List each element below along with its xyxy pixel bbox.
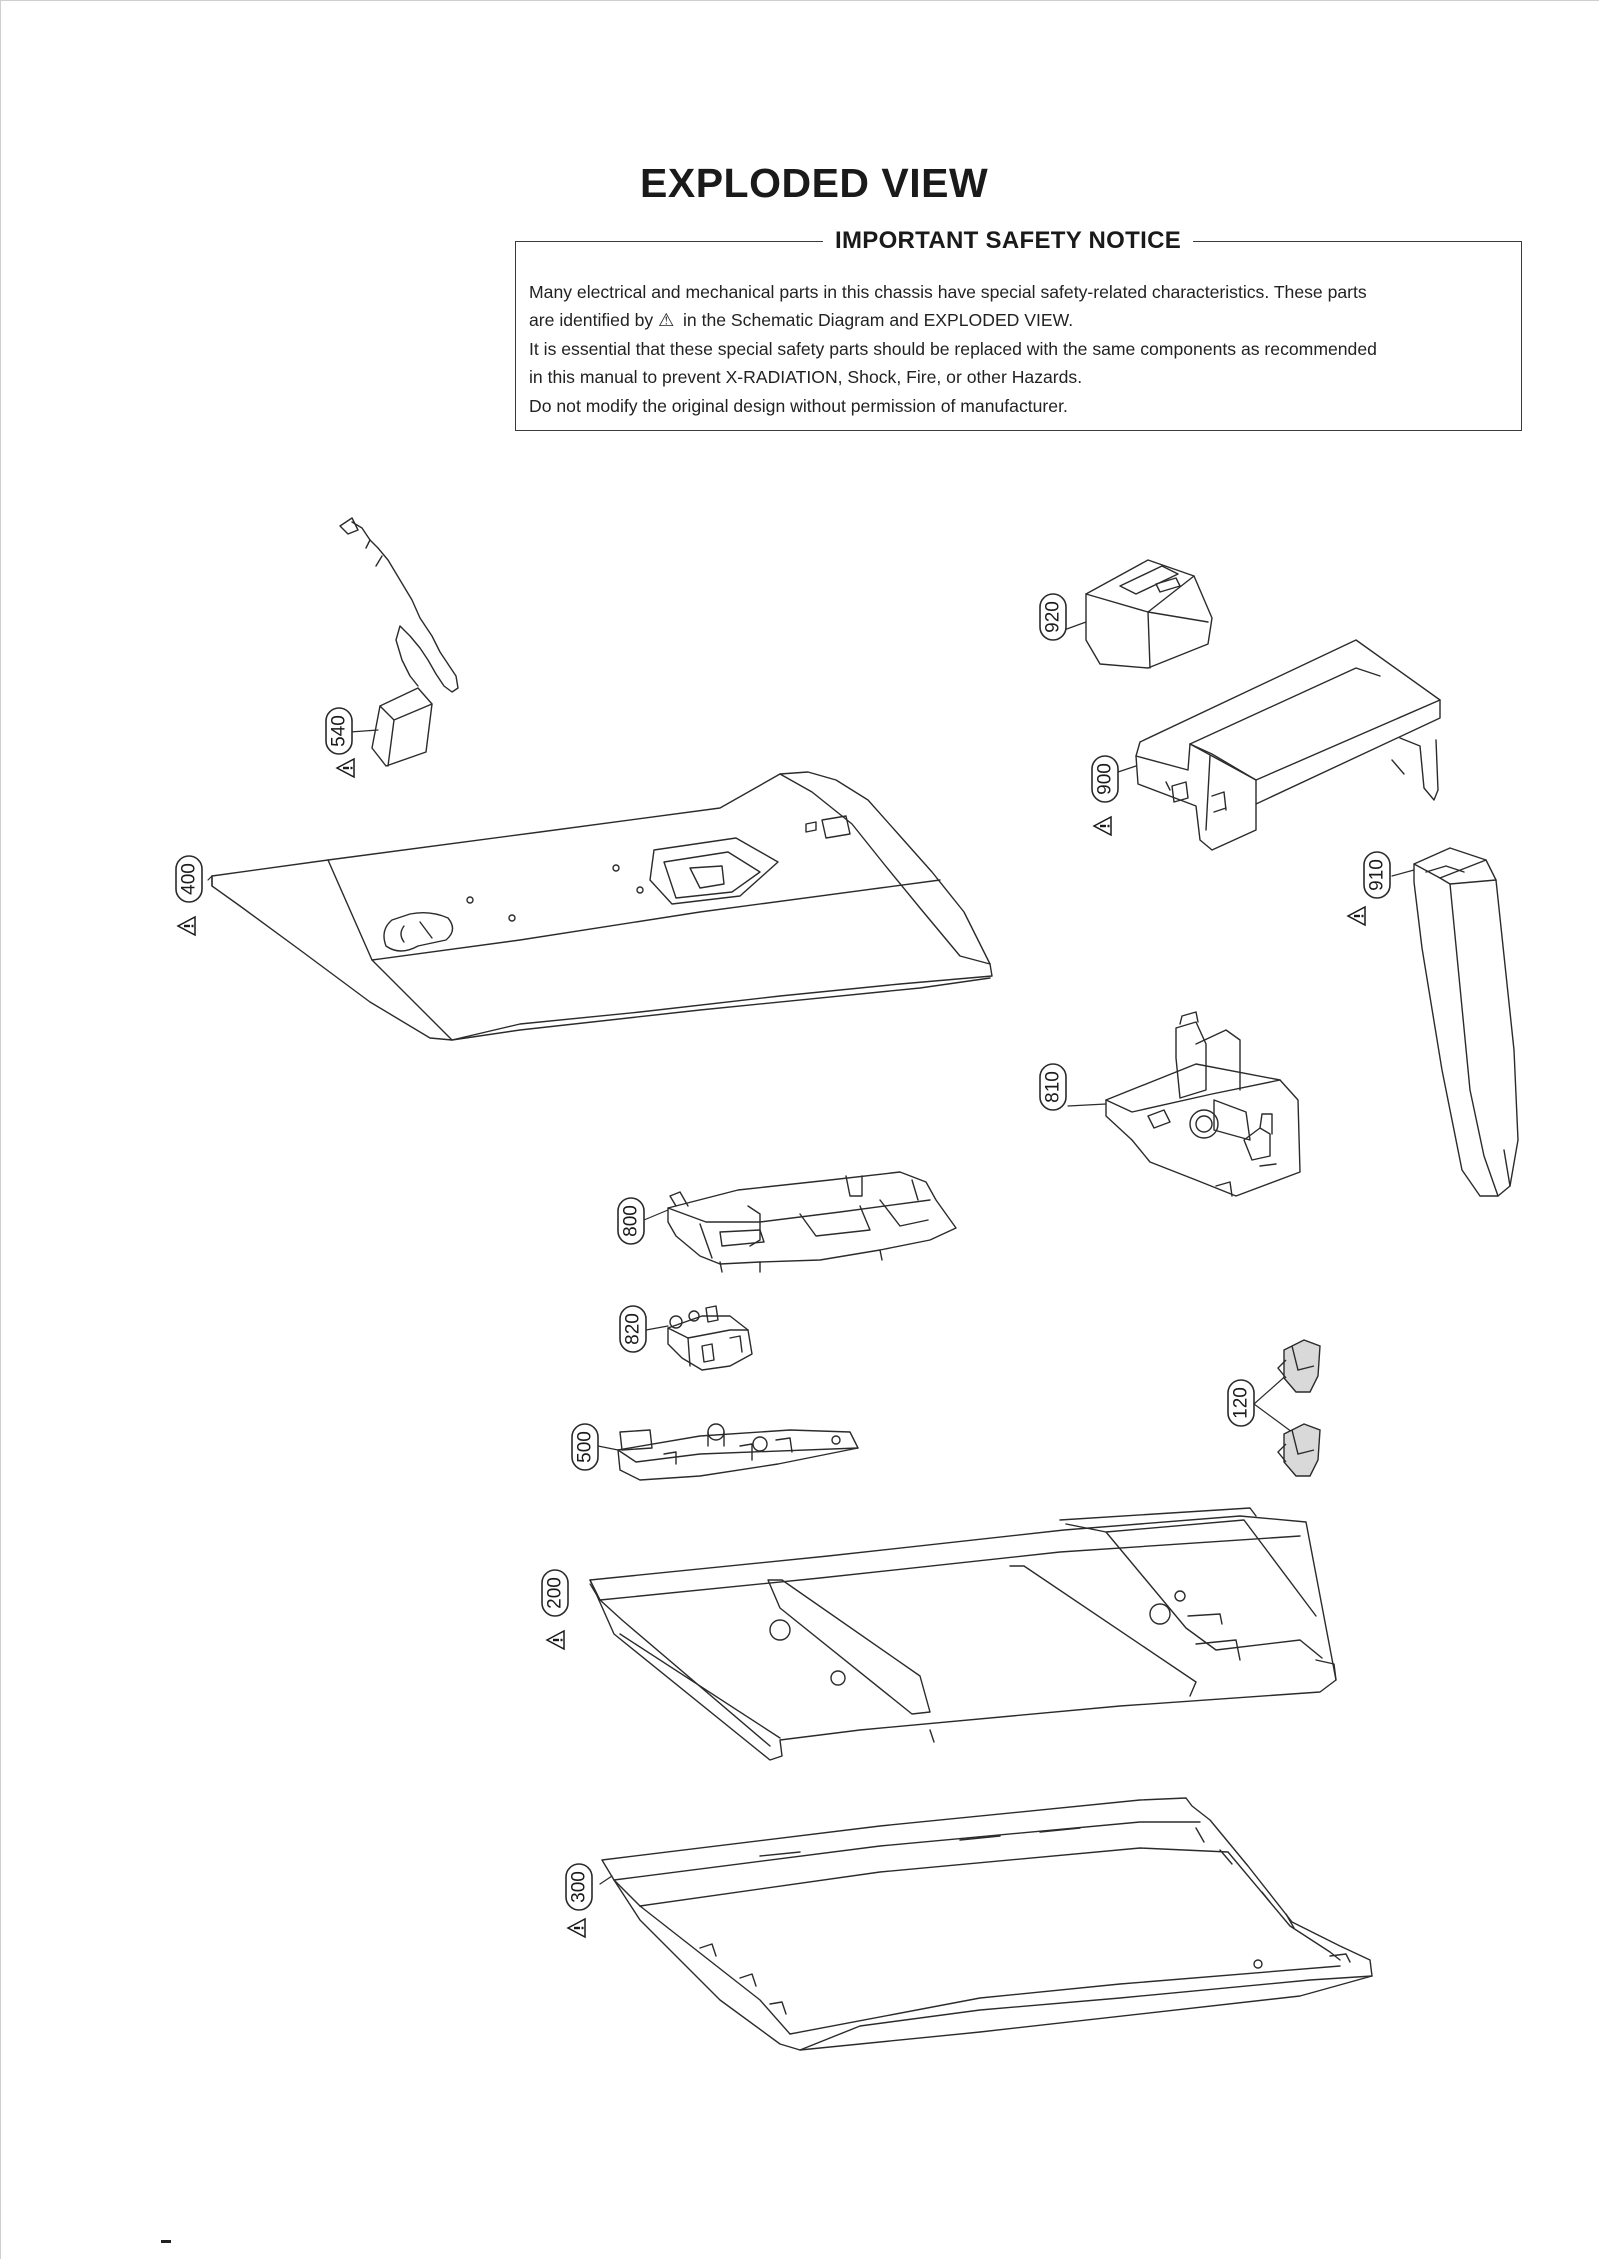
- part-810-hinge-bracket: [1105, 1011, 1301, 1197]
- safety-warning-icon-900: [1093, 816, 1112, 836]
- safety-warning-icon-200: [546, 1630, 565, 1650]
- callout-400-bubble: [175, 855, 203, 903]
- callout-500-label: 500: [575, 1431, 596, 1463]
- callout-200-label: 200: [545, 1577, 566, 1609]
- safety-notice-box: IMPORTANT SAFETY NOTICE Many electrical …: [515, 227, 1522, 431]
- notice-line-2: are identified by ⚠ in the Schematic Dia…: [529, 306, 1508, 334]
- callout-810-label: 810: [1043, 1071, 1064, 1103]
- callout-920-label: 920: [1043, 601, 1064, 633]
- callout-bubbles: [175, 593, 1391, 1911]
- callout-300-bubble: [565, 1863, 593, 1911]
- notice-line-1: Many electrical and mechanical parts in …: [529, 282, 1367, 302]
- safety-notice-heading: IMPORTANT SAFETY NOTICE: [823, 227, 1194, 255]
- part-540-power-adapter: [339, 517, 459, 767]
- callout-540-bubble: [325, 707, 353, 755]
- notice-line-3: It is essential that these special safet…: [529, 338, 1377, 359]
- safety-warning-icon-540: [336, 758, 355, 778]
- safety-markers: [177, 758, 1366, 1938]
- callout-540-label: 540: [329, 715, 350, 747]
- callout-810-bubble: [1039, 1063, 1067, 1111]
- callout-820-bubble: [619, 1305, 647, 1353]
- callout-910-label: 910: [1367, 859, 1388, 891]
- part-400-back-cover: [211, 771, 993, 1041]
- callout-120-bubble: [1227, 1379, 1255, 1427]
- safety-warning-icon-300: [567, 1918, 586, 1938]
- notice-line-4: in this manual to prevent X-RADIATION, S…: [529, 367, 1083, 388]
- part-500-main-board: [617, 1423, 859, 1481]
- warning-triangle-icon: ⚠: [658, 310, 675, 331]
- part-920-stand-cap: [1085, 559, 1213, 669]
- safety-notice-body: Many electrical and mechanical parts in …: [529, 278, 1508, 420]
- callout-900-label: 900: [1095, 763, 1116, 795]
- callout-800-label: 800: [621, 1205, 642, 1237]
- part-300-front-bezel: [601, 1797, 1373, 2051]
- part-800-main-bracket: [667, 1171, 957, 1273]
- safety-warning-icon-910: [1347, 906, 1366, 926]
- callout-500-bubble: [571, 1423, 599, 1471]
- callout-200-bubble: [541, 1569, 569, 1617]
- part-910-stand-neck: [1413, 847, 1519, 1197]
- footer-mark: [161, 2240, 171, 2243]
- callout-labels: 540 400 920 900 910 810 800 820 120 500 …: [179, 601, 1388, 1903]
- page-title: EXPLODED VIEW: [640, 160, 989, 206]
- part-200-lcd-panel: [589, 1507, 1337, 1761]
- callout-400-label: 400: [179, 863, 200, 895]
- callout-120-label: 120: [1231, 1387, 1252, 1419]
- callout-900-bubble: [1091, 755, 1119, 803]
- notice-line-5: Do not modify the original design withou…: [529, 395, 1068, 416]
- part-120-clips: [1277, 1339, 1321, 1477]
- part-820-control-board: [667, 1305, 753, 1371]
- callout-910-bubble: [1363, 851, 1391, 899]
- part-900-stand-base: [1135, 639, 1441, 851]
- callout-820-label: 820: [623, 1313, 644, 1345]
- notice-line-2-start: are identified by: [529, 310, 654, 331]
- callout-800-bubble: [617, 1197, 645, 1245]
- notice-line-2-end: in the Schematic Diagram and EXPLODED VI…: [683, 310, 1074, 331]
- callout-920-bubble: [1039, 593, 1067, 641]
- safety-warning-icon-400: [177, 916, 196, 936]
- callout-300-label: 300: [569, 1871, 590, 1903]
